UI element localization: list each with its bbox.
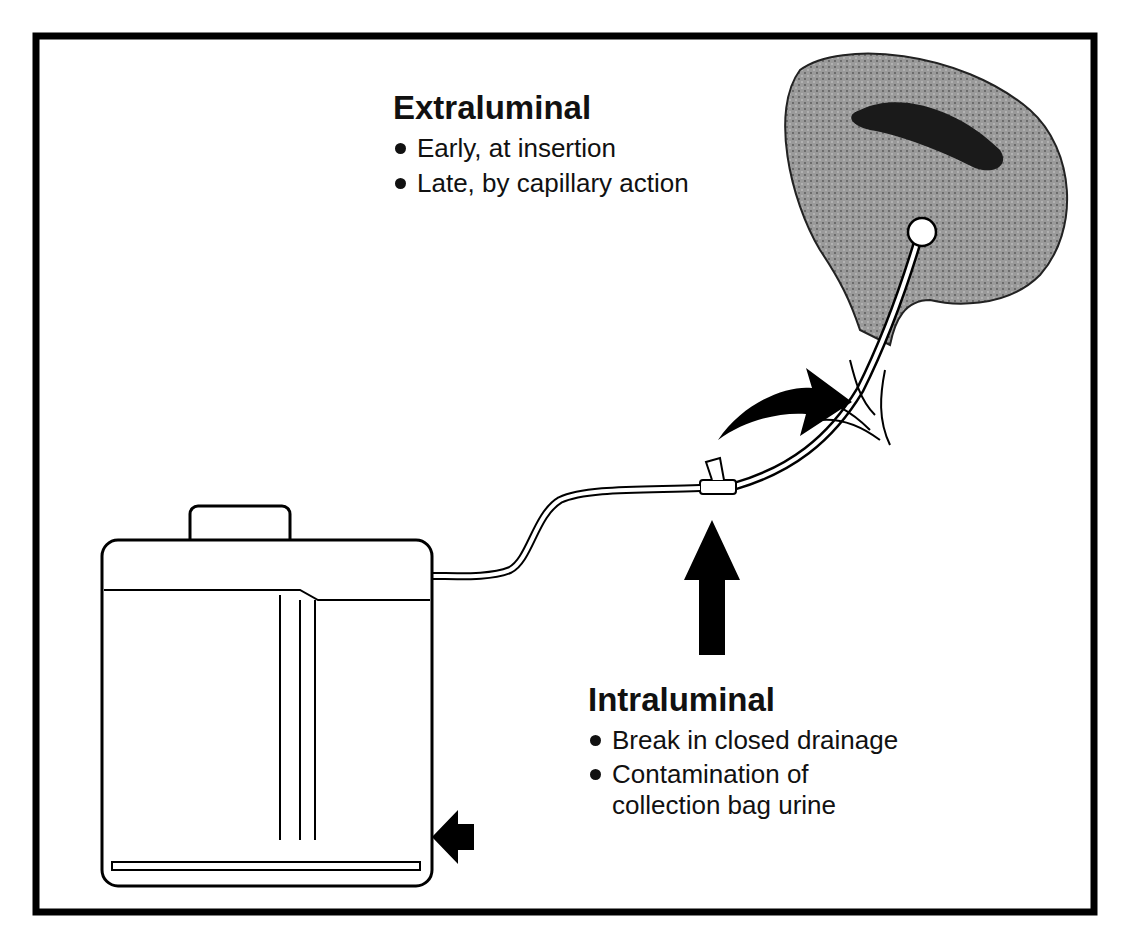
route-item: Early, at insertion [393, 133, 757, 164]
frame [36, 36, 1094, 912]
route-heading: Intraluminal [588, 680, 908, 720]
bullet [590, 769, 601, 780]
collection-bag [102, 540, 432, 886]
route-item: Contamination of collection bag urine [588, 759, 872, 821]
label-text: Intraluminal [588, 681, 775, 718]
bag-arrow [432, 810, 474, 864]
label-text: Early, at insertion [417, 133, 616, 163]
route-heading: Extraluminal [393, 88, 713, 128]
catheter [735, 240, 918, 486]
bullet [395, 178, 406, 189]
label-text: Contamination of collection bag urine [612, 759, 836, 820]
connector [700, 480, 736, 494]
label-text: Late, by capillary action [417, 168, 689, 198]
bullet [395, 143, 406, 154]
bladder-lumen [851, 102, 1003, 170]
label-text: Extraluminal [393, 89, 591, 126]
intraluminal-arrow [684, 520, 740, 655]
drainage-tube [430, 488, 700, 576]
bag-outlet [112, 862, 420, 870]
bladder [785, 54, 1067, 345]
sampling-port [706, 458, 724, 480]
bullet [590, 735, 601, 746]
balloon [908, 218, 936, 246]
extraluminal-arrow [718, 368, 852, 440]
label-text: Break in closed drainage [612, 725, 898, 755]
route-item: Break in closed drainage [588, 725, 992, 756]
route-item: Late, by capillary action [393, 168, 777, 199]
